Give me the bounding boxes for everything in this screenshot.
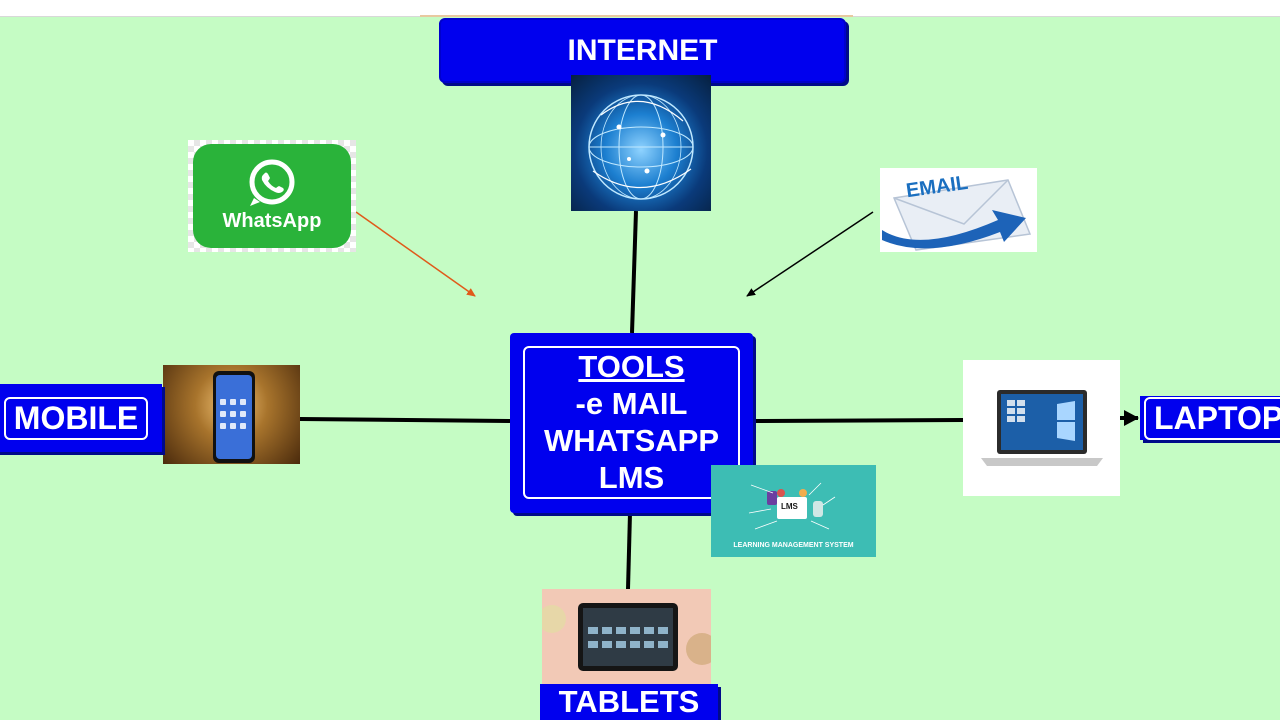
lms-badge: LMS [781, 502, 798, 511]
laptop-node: LAPTOP [1140, 396, 1280, 440]
tablet-image [542, 589, 711, 684]
top-rule-accent [420, 15, 853, 17]
tools-email: -e MAIL [575, 386, 688, 421]
internet-node: INTERNET [439, 18, 846, 83]
mobile-node: MOBILE [0, 384, 162, 452]
mobile-phone-image [163, 365, 300, 464]
laptop-icon [981, 390, 1103, 466]
tablets-label: TABLETS [558, 684, 700, 719]
arrow-whatsapp [355, 211, 476, 297]
whatsapp-logo-text: WhatsApp [222, 210, 322, 232]
line-tools-to-laptop [752, 418, 964, 423]
lms-image: LMS LEARNING MANAGEMENT SYSTEM [711, 465, 876, 557]
mobile-label: MOBILE [3, 396, 149, 440]
tools-heading: TOOLS [578, 349, 685, 384]
tools-whatsapp: WHATSAPP [543, 423, 720, 458]
lms-diagram-icon [748, 482, 836, 530]
line-internet-to-tools [630, 210, 638, 334]
tablets-node: TABLETS [540, 684, 718, 720]
globe-icon [588, 94, 694, 200]
tablet-icon [542, 603, 711, 671]
laptop-image [963, 360, 1120, 496]
tools-text: TOOLS -e MAIL WHATSAPP LMS [544, 348, 719, 496]
whatsapp-logo-image: WhatsApp [188, 140, 356, 252]
line-mobile-to-tools [299, 417, 511, 423]
internet-label: INTERNET [567, 33, 718, 67]
email-logo-image: EMAIL [880, 168, 1037, 252]
smartphone-icon [213, 371, 255, 463]
tools-lms: LMS [598, 460, 665, 495]
lms-caption: LEARNING MANAGEMENT SYSTEM [733, 542, 854, 549]
arrow-email [746, 211, 874, 297]
whatsapp-icon [249, 159, 295, 206]
tools-frame [523, 346, 740, 499]
envelope-icon [882, 179, 1032, 251]
laptop-label: LAPTOP [1144, 396, 1280, 440]
top-rule [0, 0, 1280, 17]
globe-image [571, 75, 711, 211]
line-tools-to-tablets [626, 512, 632, 590]
